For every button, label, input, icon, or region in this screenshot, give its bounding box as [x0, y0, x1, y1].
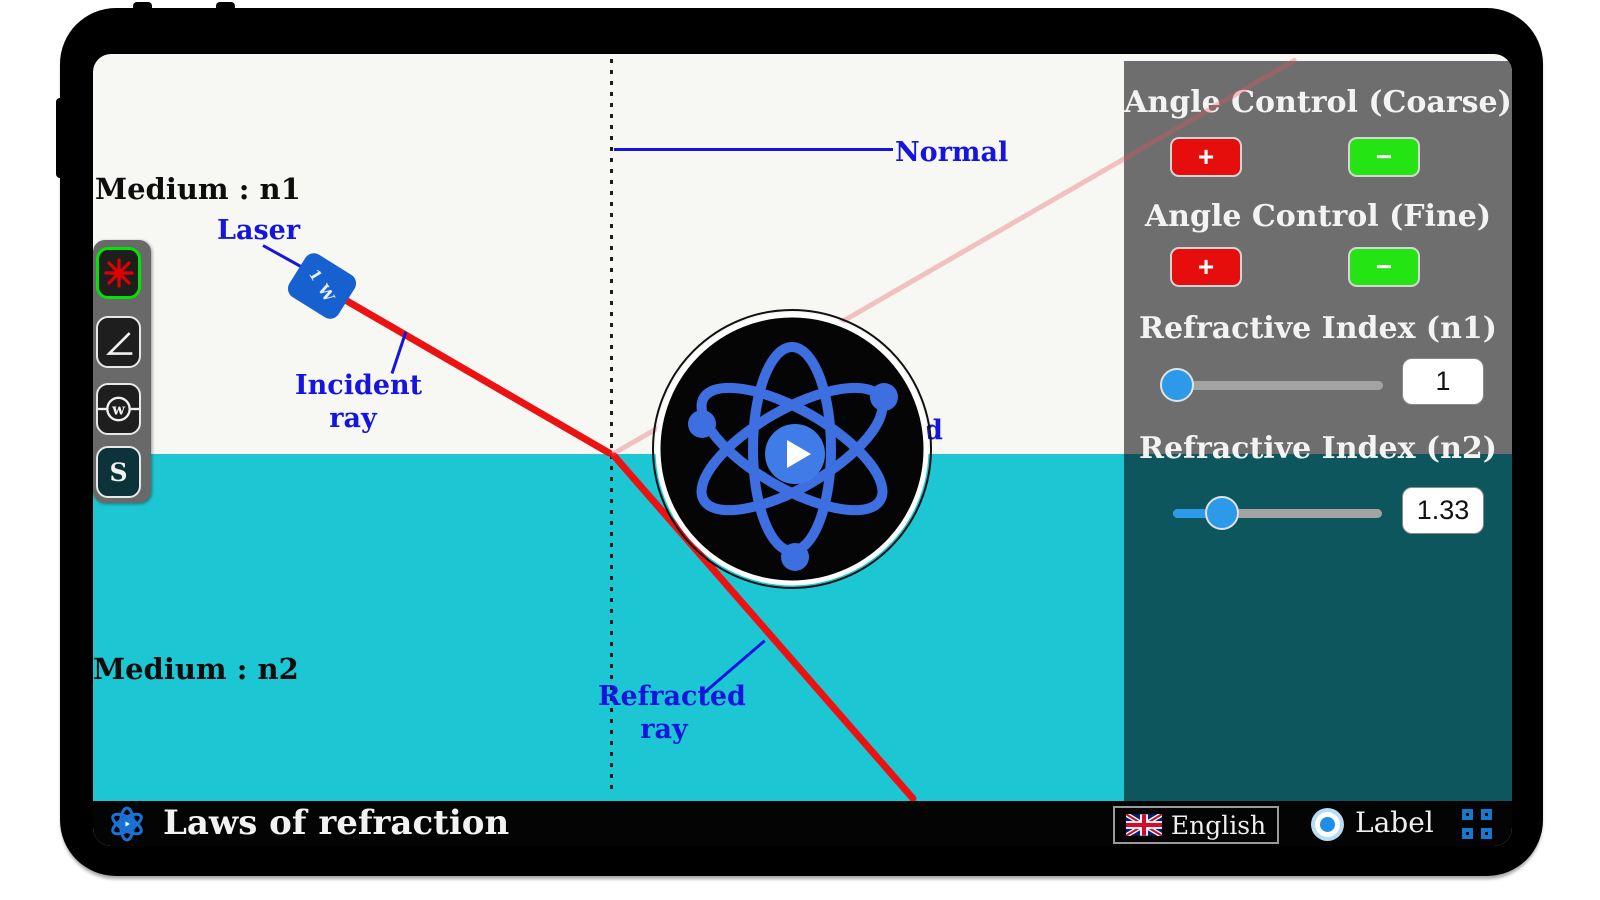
- n2-slider-thumb[interactable]: [1205, 496, 1239, 530]
- medium-n2-label: Medium : n2: [93, 652, 299, 686]
- wattage-tool-button[interactable]: w: [96, 383, 141, 435]
- n1-slider-track[interactable]: [1162, 381, 1383, 390]
- normal-pointer-line: [614, 148, 893, 151]
- n2-value-field[interactable]: 1.33: [1402, 487, 1484, 534]
- angle-fine-plus-button[interactable]: +: [1170, 247, 1242, 287]
- angle-fine-minus-button[interactable]: −: [1348, 247, 1420, 287]
- medium-n1-label: Medium : n1: [95, 172, 301, 206]
- label-radio-ring: [1315, 812, 1340, 837]
- label-radio-dot: [1320, 817, 1335, 832]
- n1-slider-thumb[interactable]: [1160, 368, 1194, 402]
- angle-coarse-minus-button[interactable]: −: [1348, 137, 1420, 177]
- normal-dotted-line: [610, 59, 613, 796]
- laser-device[interactable]: 1 W: [284, 249, 360, 323]
- label-toggle-text: Label: [1355, 806, 1434, 839]
- tablet-button-top-2: [216, 2, 235, 14]
- n1-value-field[interactable]: 1: [1402, 358, 1484, 405]
- app-screen: Medium : n1 Medium : n2 Laser Incident r…: [93, 54, 1512, 846]
- s-tool-button[interactable]: S: [96, 446, 141, 498]
- incident-pointer-line: [390, 331, 408, 374]
- angle-fine-heading: Angle Control (Fine): [1144, 199, 1492, 234]
- refractive-n1-heading: Refractive Index (n1): [1139, 311, 1497, 346]
- app-logo-atom-icon: [111, 806, 143, 842]
- laser-power-label: 1 W: [305, 266, 339, 306]
- incident-ray-label: Incident ray: [295, 370, 423, 434]
- laser-starburst-icon: [103, 258, 134, 288]
- refracted-ray-label: Refracted ray: [598, 681, 746, 745]
- normal-label: Normal: [895, 137, 1009, 168]
- wattage-icon: w: [98, 396, 139, 422]
- play-simulation-button[interactable]: [647, 304, 937, 594]
- tablet-button-side: [56, 98, 64, 178]
- angle-coarse-heading: Angle Control (Coarse): [1124, 85, 1512, 120]
- angle-tool-button[interactable]: [96, 316, 141, 368]
- tablet-button-top-1: [133, 2, 152, 14]
- fullscreen-button[interactable]: [1462, 809, 1492, 839]
- n2-slider-fill: [1173, 509, 1223, 518]
- n2-slider-track[interactable]: [1173, 509, 1382, 518]
- atom-play-icon: [652, 309, 932, 589]
- tool-palette: w S: [93, 240, 151, 503]
- angle-icon: [105, 332, 132, 355]
- refractive-n2-heading: Refractive Index (n2): [1139, 431, 1497, 466]
- laser-tool-button[interactable]: [96, 247, 141, 299]
- app-title: Laws of refraction: [163, 803, 510, 843]
- svg-text:w: w: [111, 401, 126, 419]
- label-toggle-radio[interactable]: [1311, 808, 1344, 841]
- control-sidebar: Angle Control (Coarse) + − Angle Control…: [1124, 61, 1512, 801]
- title-bar: Laws of refraction English Label: [93, 801, 1512, 846]
- language-selector[interactable]: English: [1113, 806, 1279, 844]
- s-tool-icon: S: [109, 457, 128, 487]
- laser-label: Laser: [217, 215, 301, 246]
- tablet-frame: Medium : n1 Medium : n2 Laser Incident r…: [56, 2, 1543, 876]
- angle-coarse-plus-button[interactable]: +: [1170, 137, 1242, 177]
- language-label: English: [1170, 810, 1267, 840]
- uk-flag-icon: [1125, 814, 1162, 836]
- fullscreen-icon: [1462, 809, 1473, 820]
